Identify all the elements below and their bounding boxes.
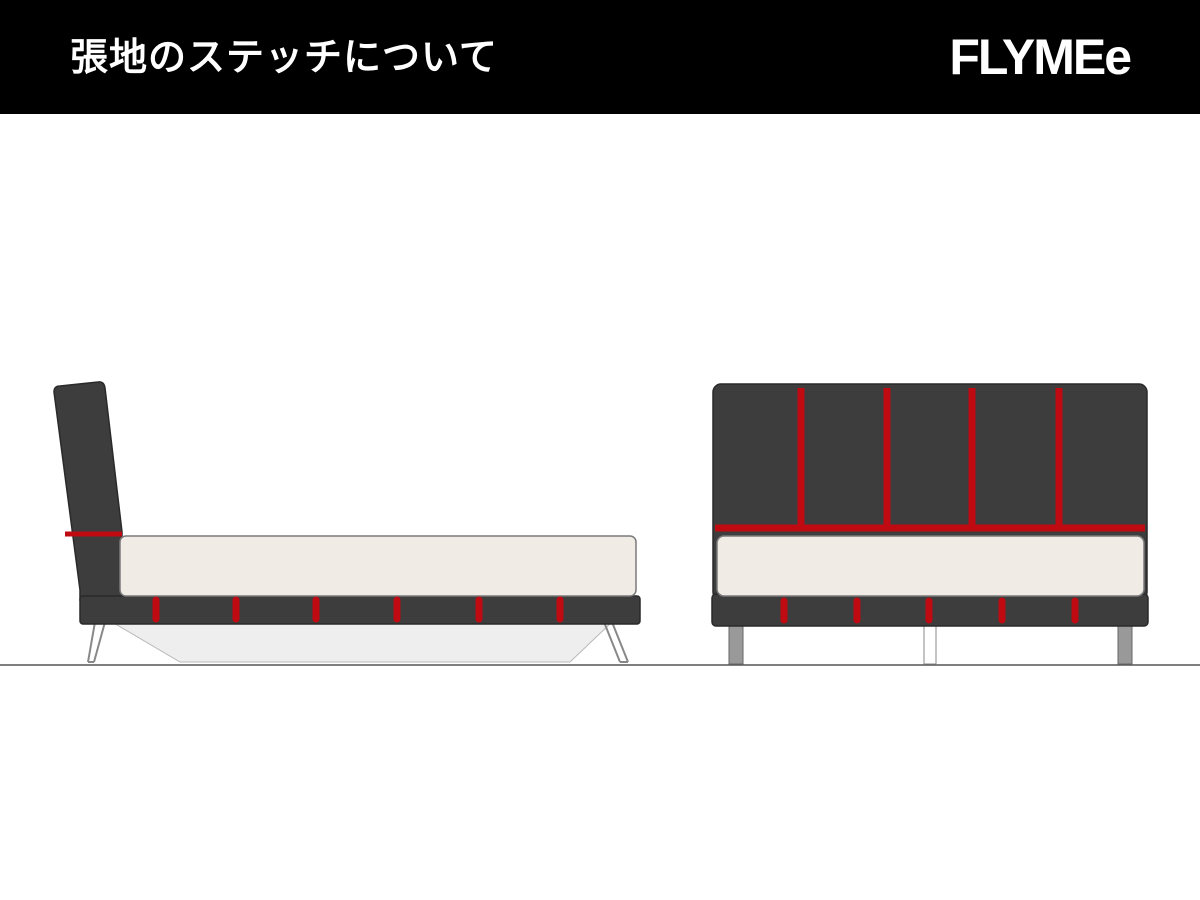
side-base-frame: [79, 595, 641, 625]
front-view-bed: [711, 383, 1149, 665]
bed-stitch-diagram: [0, 381, 1200, 666]
side-back-leg: [603, 621, 629, 663]
front-leg-right: [1117, 623, 1133, 665]
brand-logo: FLYMEe: [949, 29, 1132, 85]
front-leg-left: [728, 623, 744, 665]
front-base-stitches: [780, 597, 1079, 624]
side-under-panel: [110, 621, 614, 663]
side-headboard: [53, 381, 123, 601]
front-leg-center: [923, 623, 937, 665]
front-mattress: [716, 535, 1145, 597]
side-mattress: [119, 535, 637, 597]
side-base-stitches: [152, 596, 564, 623]
front-headboard-stitches: [797, 388, 1063, 528]
page-title: 張地のステッチについて: [70, 35, 498, 79]
side-view-bed: [53, 381, 641, 663]
side-front-leg: [87, 621, 106, 663]
header-bar: 張地のステッチについて FLYMEe: [0, 0, 1200, 114]
